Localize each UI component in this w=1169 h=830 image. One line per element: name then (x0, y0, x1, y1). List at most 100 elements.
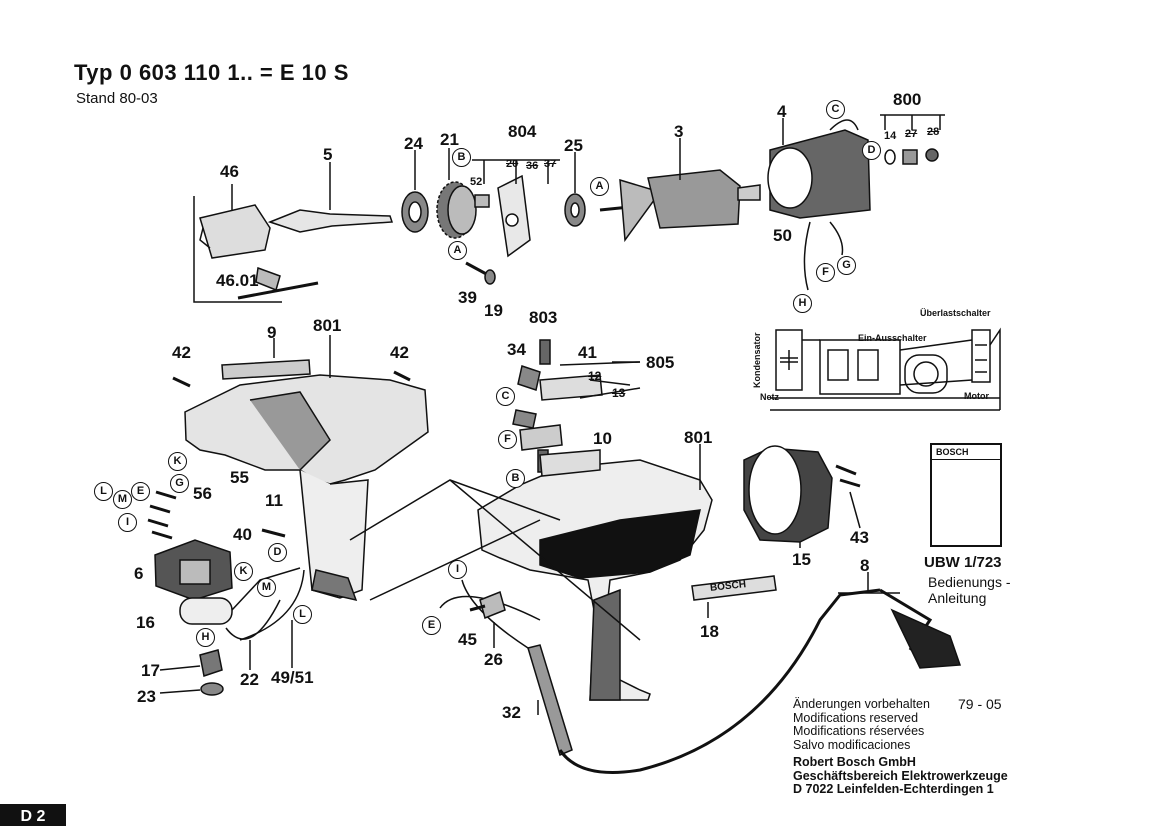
callout-i: I (118, 513, 137, 532)
schematic-switch-label: Ein-Ausschalter (858, 333, 927, 343)
part-32-label: 32 (502, 703, 521, 722)
power-cord (558, 588, 881, 774)
part-23-label: 23 (137, 687, 156, 706)
callout-l: L (94, 482, 113, 501)
part-4-label: 4 (777, 102, 787, 121)
part-10-label: 10 (593, 429, 612, 448)
part-5-label: 5 (323, 145, 333, 164)
part-56-label: 56 (193, 484, 212, 503)
capacitor (179, 597, 233, 625)
footer-mod-en: Modifications reserved (793, 710, 919, 725)
footer-address: D 7022 Leinfelden-Echterdingen 1 (793, 782, 994, 796)
footer-mod-fr: Modifications réservées (793, 724, 925, 738)
part-34-label: 34 (507, 340, 526, 359)
schematic-motor-label: Motor (964, 391, 989, 401)
manual-booklet: BOSCH (930, 443, 1002, 547)
part-49-51-label: 49/51 (271, 668, 314, 687)
schematic-capacitor-label: Kondensator (752, 332, 762, 388)
part-800-label: 800 (893, 90, 922, 109)
schematic-mains-label: Netz (760, 392, 780, 402)
schematic-overload-label: Überlastschalter (920, 308, 991, 318)
part-25-label: 25 (564, 136, 583, 155)
part-46-01-label: 46.01 (216, 271, 259, 290)
footer-company: Robert Bosch GmbH (793, 755, 916, 769)
part-21-label: 21 (440, 130, 459, 149)
part-3-label: 3 (674, 122, 684, 141)
part-14-label: 14 (884, 130, 897, 142)
spindle (267, 209, 394, 233)
part-22-label: 22 (240, 670, 259, 689)
part-50-label: 50 (773, 226, 792, 245)
part-6-label: 6 (134, 564, 144, 583)
callout-b: B (452, 148, 471, 167)
part-805-label: 805 (646, 353, 675, 372)
part-46-label: 46 (220, 162, 239, 181)
callout-m2: M (257, 578, 276, 597)
part-45-label: 45 (458, 630, 477, 649)
footer-division: Geschäftsbereich Elektrowerkzeuge (793, 768, 1008, 783)
callout-g2: G (170, 474, 189, 493)
footer-notice: Änderungen vorbehalten Modifications res… (793, 697, 930, 752)
callout-i2: I (448, 560, 467, 579)
part-40-label: 40 (233, 525, 252, 544)
manual-line2: Anleitung (928, 590, 987, 606)
cord-protector (527, 644, 573, 757)
manual-brand: BOSCH (936, 447, 969, 457)
callout-k2: K (234, 562, 253, 581)
part-52-label: 52 (470, 176, 483, 188)
part-36-label: 36 (526, 160, 539, 172)
manual-divider (932, 459, 1000, 460)
callout-d: D (862, 141, 881, 160)
part-804-label: 804 (508, 122, 537, 141)
part-803-label: 803 (529, 308, 558, 327)
footer-company-block: Robert Bosch GmbH Geschäftsbereich Elekt… (793, 755, 1008, 797)
part-801b-label: 801 (684, 428, 713, 447)
footer-mod-de: Änderungen vorbehalten (793, 697, 930, 711)
callout-d2: D (268, 543, 287, 562)
callout-a2: A (448, 241, 467, 260)
part-11-label: 11 (265, 491, 283, 510)
callout-l2: L (293, 605, 312, 624)
part-9-label: 9 (267, 323, 277, 342)
callout-e: E (131, 482, 150, 501)
callout-e2: E (422, 616, 441, 635)
page-stand: Stand 80-03 (76, 90, 158, 107)
part-18-label: 18 (700, 622, 719, 641)
part-12-label: 12 (588, 369, 602, 383)
footer-date: 79 - 05 (958, 696, 1002, 712)
part-27-label: 27 (905, 128, 918, 140)
callout-h: H (793, 294, 812, 313)
part-19-label: 19 (484, 301, 503, 320)
callout-h2: H (196, 628, 215, 647)
part-55-label: 55 (230, 468, 249, 487)
manual-line1: Bedienungs - (928, 574, 1011, 590)
callout-f2: F (498, 430, 517, 449)
part-20-label: 20 (506, 158, 519, 170)
part-39-label: 39 (458, 288, 477, 307)
part-801-label: 801 (313, 316, 342, 335)
plug (890, 608, 962, 669)
page-title: Typ 0 603 110 1.. = E 10 S (74, 60, 349, 85)
callout-m: M (113, 490, 132, 509)
part-43-label: 43 (850, 528, 869, 547)
chuck-body (199, 204, 271, 259)
part-28-label: 28 (927, 126, 940, 138)
chuck-bracket (193, 196, 282, 303)
callout-a: A (590, 177, 609, 196)
page-tab: D 2 (0, 804, 66, 826)
footer-mod-es: Salvo modificaciones (793, 737, 911, 752)
callout-g: G (837, 256, 856, 275)
part-17-label: 17 (141, 661, 160, 680)
part-13-label: 13 (612, 386, 626, 400)
part-42-label: 42 (172, 343, 191, 362)
wiring-schematic (770, 327, 1001, 411)
chuck-key (237, 281, 319, 300)
callout-f: F (816, 263, 835, 282)
part-8-label: 8 (860, 556, 870, 575)
callout-c2: C (496, 387, 515, 406)
part-26-label: 26 (484, 650, 503, 669)
armature (647, 169, 741, 229)
part-42b-label: 42 (390, 343, 409, 362)
callout-b2: B (506, 469, 525, 488)
